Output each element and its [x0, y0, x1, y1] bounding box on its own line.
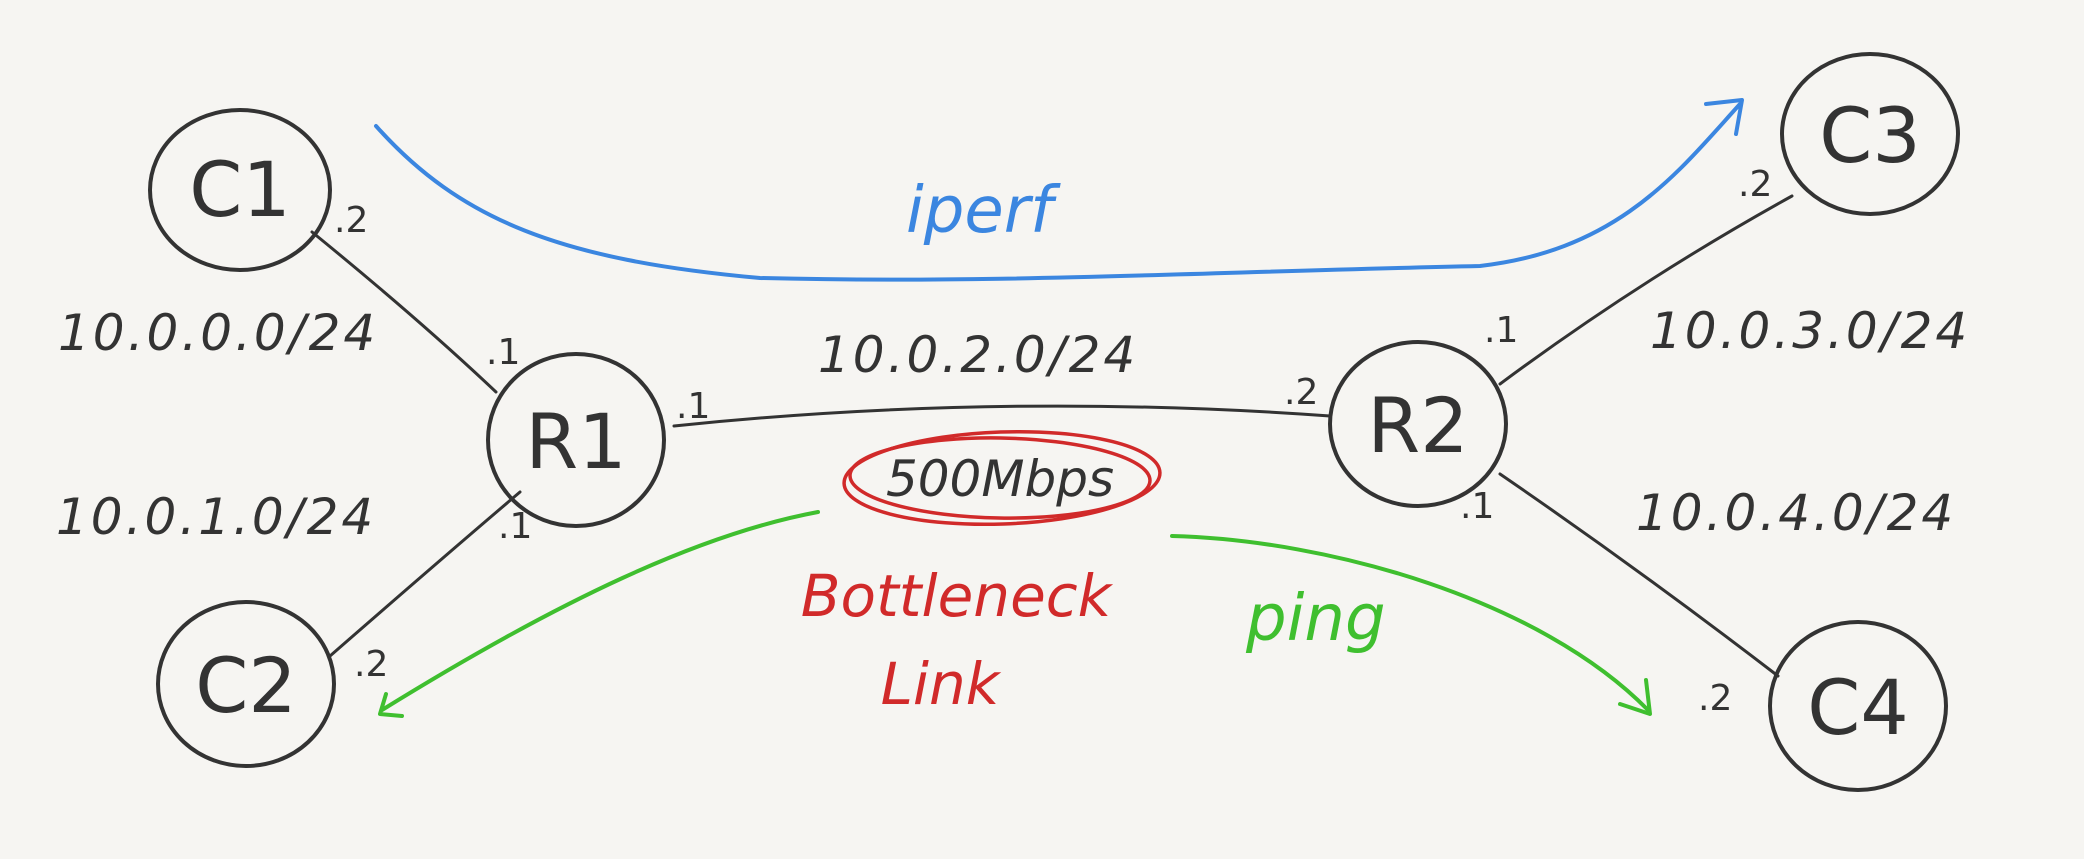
node-label-r2: R2 [1367, 381, 1468, 470]
iface-label-r1-to-c1: .1 [486, 332, 520, 373]
iface-label-r2-to-c3: .1 [1484, 310, 1518, 351]
node-label-r1: R1 [525, 397, 626, 486]
iface-label-r1-to-r2: .1 [676, 386, 710, 427]
subnet-label-c2-r1: 10.0.1.0/24 [56, 488, 376, 546]
iface-label-r2-to-c4: .1 [1460, 486, 1494, 527]
node-label-c1: C1 [189, 145, 290, 234]
iface-label-r1-to-c2: .1 [498, 506, 532, 547]
link-c1-r1 [310, 230, 498, 394]
iface-label-c2: .2 [354, 644, 388, 685]
node-r1 [486, 352, 666, 528]
iperf-arrow [374, 102, 1742, 282]
node-c3 [1780, 52, 1960, 216]
bottleneck-label-line1: Bottleneck [801, 562, 1114, 630]
node-label-c3: C3 [1819, 91, 1920, 180]
iperf-label: iperf [906, 174, 1061, 248]
ping-arrow-to-c4 [1170, 534, 1650, 712]
bottleneck-label-line2: Link [881, 650, 1002, 718]
iface-label-c1: .2 [334, 200, 368, 241]
node-label-c4: C4 [1807, 663, 1908, 752]
link-r2-c4 [1498, 472, 1780, 678]
iface-label-c4: .2 [1698, 678, 1732, 719]
subnet-label-c1-r1: 10.0.0.0/24 [58, 304, 378, 362]
subnet-label-r1-r2: 10.0.2.0/24 [818, 326, 1138, 384]
ping-label: ping [1245, 582, 1386, 656]
link-c2-r1 [328, 490, 522, 658]
ping-arrowhead-c2-icon [378, 692, 404, 718]
link-r2-c3 [1498, 194, 1794, 386]
link-r1-r2 [672, 404, 1332, 428]
iperf-arrowhead-icon [1704, 98, 1744, 136]
iface-label-r2-to-r1: .2 [1284, 372, 1318, 413]
bottleneck-highlight-circle-inner [848, 436, 1152, 520]
node-c2 [156, 600, 336, 768]
iface-label-c3: .2 [1738, 164, 1772, 205]
bottleneck-highlight-circle [842, 429, 1162, 527]
subnet-label-r2-c3: 10.0.3.0/24 [1650, 302, 1970, 360]
ping-arrowhead-c4-icon [1618, 678, 1652, 716]
node-c1 [148, 108, 332, 272]
subnet-label-r2-c4: 10.0.4.0/24 [1636, 484, 1956, 542]
node-label-c2: C2 [195, 641, 296, 730]
bandwidth-label: 500Mbps [886, 450, 1114, 508]
ping-arrow-to-c2 [380, 510, 820, 712]
node-c4 [1768, 620, 1948, 792]
node-r2 [1328, 340, 1508, 508]
